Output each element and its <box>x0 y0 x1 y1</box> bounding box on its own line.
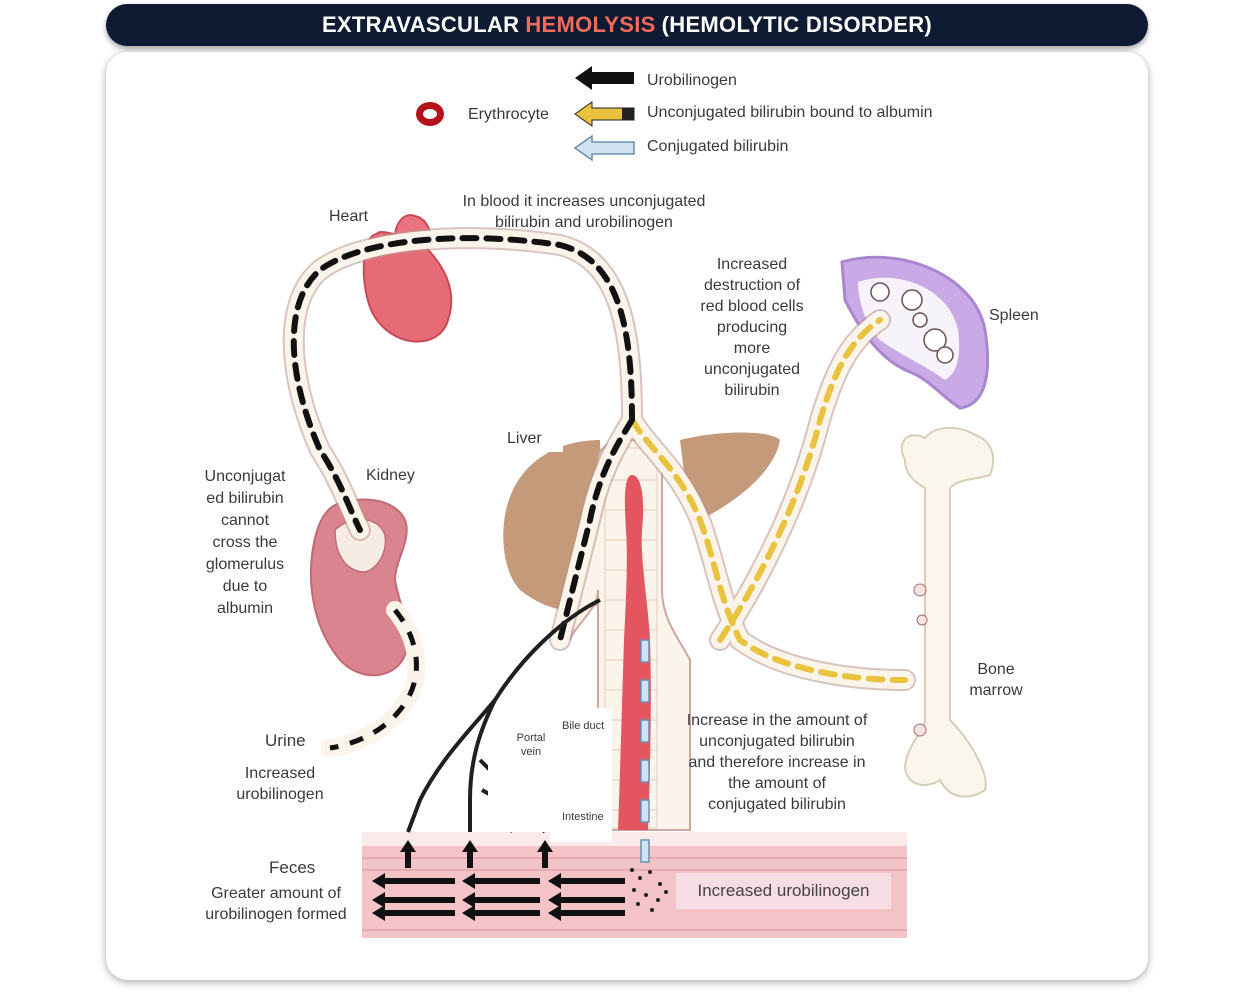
label-feces: Feces <box>269 858 316 877</box>
label-spleen: Spleen <box>989 307 1039 324</box>
label-kidney: Kidney <box>366 467 415 484</box>
label-liver: Liver <box>507 430 542 447</box>
label-intestine: Intestine <box>562 811 604 823</box>
legend-conjugated: Conjugated bilirubin <box>647 138 789 155</box>
label-increased-urobilinogen: Increased urobilinogen <box>676 873 891 909</box>
title-text-pre: EXTRAVASCULAR <box>321 12 520 37</box>
label-blood-note-2: bilirubin and urobilinogen <box>495 214 673 231</box>
label-urine-note: Increased urobilinogen <box>236 765 324 803</box>
label-blood-note-1: In blood it increases unconjugated <box>462 193 706 210</box>
label-bile-duct: Bile duct <box>562 720 605 732</box>
legend-urobilinogen: Urobilinogen <box>647 72 737 89</box>
label-urine: Urine <box>265 731 306 750</box>
label-portal-vein: Portal vein <box>516 732 546 758</box>
label-feces-note: Greater amount of urobilinogen formed <box>205 885 347 923</box>
label-increase-note: Increase in the amount of unconjugated b… <box>686 712 868 813</box>
title-text-highlight: HEMOLYSIS <box>525 12 656 37</box>
legend-erythrocyte: Erythrocyte <box>468 106 549 123</box>
arrow-left-lightblue-icon <box>573 134 635 162</box>
label-kidney-note: Unconjugat ed bilirubin cannot cross the… <box>204 468 286 617</box>
label-destruction: Increased destruction of red blood cells… <box>700 256 804 399</box>
bone-organ <box>900 426 995 798</box>
legend-unconjugated: Unconjugated bilirubin bound to albumin <box>647 104 933 121</box>
erythrocyte-ring-icon <box>416 102 444 126</box>
title-text-post: (HEMOLYTIC DISORDER) <box>661 12 933 37</box>
label-heart: Heart <box>329 208 369 225</box>
title-bar: EXTRAVASCULAR HEMOLYSIS (HEMOLYTIC DISOR… <box>106 4 1148 46</box>
arrow-left-yellow-icon <box>574 101 635 127</box>
arrow-left-black-icon <box>575 66 634 90</box>
label-bone-marrow: Bone marrow <box>969 661 1023 699</box>
